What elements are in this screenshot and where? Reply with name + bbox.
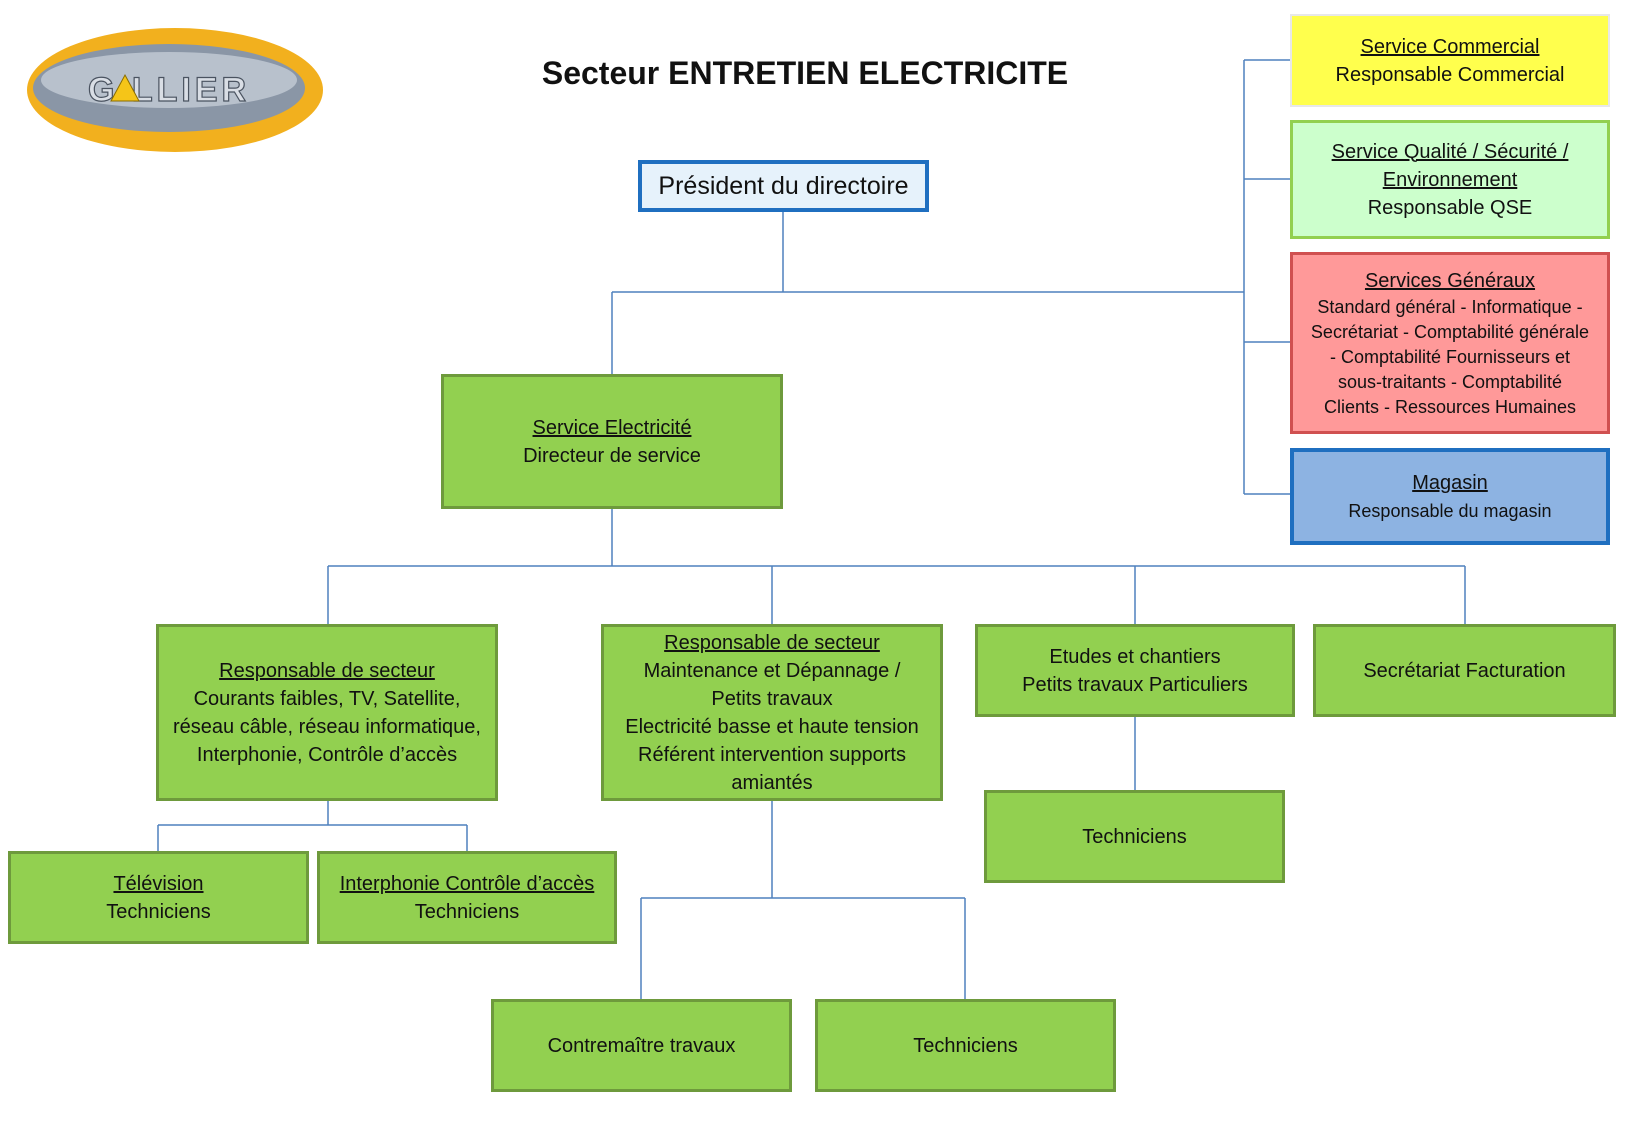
interphonie-box: Interphonie Contrôle d’accès Techniciens — [317, 851, 617, 944]
service-commercial-title: Service Commercial — [1360, 35, 1540, 58]
services-generaux-line: Clients - Ressources Humaines — [1323, 396, 1577, 417]
page-title: Secteur ENTRETIEN ELECTRICITE — [541, 55, 1069, 91]
sector-courants-line: Courants faibles, TV, Satellite, — [193, 687, 461, 710]
services-generaux-line: Standard général - Informatique - — [1317, 296, 1583, 317]
secretariat-facturation-box: Secrétariat Facturation — [1313, 624, 1616, 717]
sector-maintenance-line: amiantés — [731, 771, 813, 794]
service-qse-title-line1: Service Qualité / Sécurité / — [1331, 140, 1569, 163]
techniciens-etudes-label: Techniciens — [1082, 825, 1187, 848]
service-qse-subtitle: Responsable QSE — [1367, 196, 1533, 219]
svg-text:G LLIER: G LLIER — [88, 71, 250, 109]
service-qse-box: Service Qualité / Sécurité / Environneme… — [1290, 120, 1610, 239]
sector-courants-line: réseau câble, réseau informatique, — [173, 715, 481, 738]
service-commercial-subtitle: Responsable Commercial — [1335, 63, 1565, 86]
etudes-line: Petits travaux Particuliers — [1022, 673, 1248, 696]
television-subtitle: Techniciens — [106, 900, 211, 923]
secretariat-label: Secrétariat Facturation — [1363, 659, 1566, 682]
services-generaux-box: Services Généraux Standard général - Inf… — [1290, 252, 1610, 434]
television-box: Télévision Techniciens — [8, 851, 309, 944]
sector-courants-faibles-box: Responsable de secteur Courants faibles,… — [156, 624, 498, 801]
techniciens-maintenance-box: Techniciens — [815, 999, 1116, 1092]
sector-courants-line: Interphonie, Contrôle d’accès — [196, 743, 458, 766]
gallier-logo: G LLIER — [27, 28, 323, 152]
magasin-title: Magasin — [1412, 471, 1488, 494]
service-qse-title-line2: Environnement — [1382, 168, 1518, 191]
sector-maintenance-line: Maintenance et Dépannage / — [643, 659, 901, 682]
sector-maintenance-line: Petits travaux — [711, 687, 833, 710]
sector-maintenance-line: Référent intervention supports — [638, 743, 906, 766]
etudes-line: Etudes et chantiers — [1049, 645, 1221, 668]
service-electricite-box: Service Electricité Directeur de service — [441, 374, 783, 509]
magasin-box: Magasin Responsable du magasin — [1290, 448, 1610, 545]
techniciens-etudes-box: Techniciens — [984, 790, 1285, 883]
interphonie-title: Interphonie Contrôle d’accès — [339, 872, 595, 895]
magasin-subtitle: Responsable du magasin — [1348, 500, 1552, 521]
president-box: Président du directoire — [638, 160, 929, 212]
service-electricite-subtitle: Directeur de service — [523, 444, 701, 467]
sector-maintenance-box: Responsable de secteur Maintenance et Dé… — [601, 624, 943, 801]
etudes-chantiers-box: Etudes et chantiers Petits travaux Parti… — [975, 624, 1295, 717]
sector-maintenance-line: Electricité basse et haute tension — [625, 715, 919, 738]
interphonie-subtitle: Techniciens — [414, 900, 520, 923]
services-generaux-line: sous-traitants - Comptabilité — [1337, 371, 1563, 392]
sector-maintenance-title: Responsable de secteur — [664, 631, 880, 654]
television-title: Télévision — [113, 872, 204, 895]
contremaitre-label: Contremaître travaux — [547, 1034, 736, 1057]
sector-courants-title: Responsable de secteur — [219, 659, 435, 682]
services-generaux-line: - Comptabilité Fournisseurs et — [1329, 346, 1571, 367]
services-generaux-line: Secrétariat - Comptabilité générale — [1310, 321, 1590, 342]
techniciens-maintenance-label: Techniciens — [913, 1034, 1018, 1057]
service-commercial-box: Service Commercial Responsable Commercia… — [1290, 14, 1610, 107]
president-label: Président du directoire — [658, 172, 909, 200]
services-generaux-title: Services Généraux — [1364, 269, 1536, 292]
service-electricite-title: Service Electricité — [532, 416, 692, 439]
contremaitre-box: Contremaître travaux — [491, 999, 792, 1092]
